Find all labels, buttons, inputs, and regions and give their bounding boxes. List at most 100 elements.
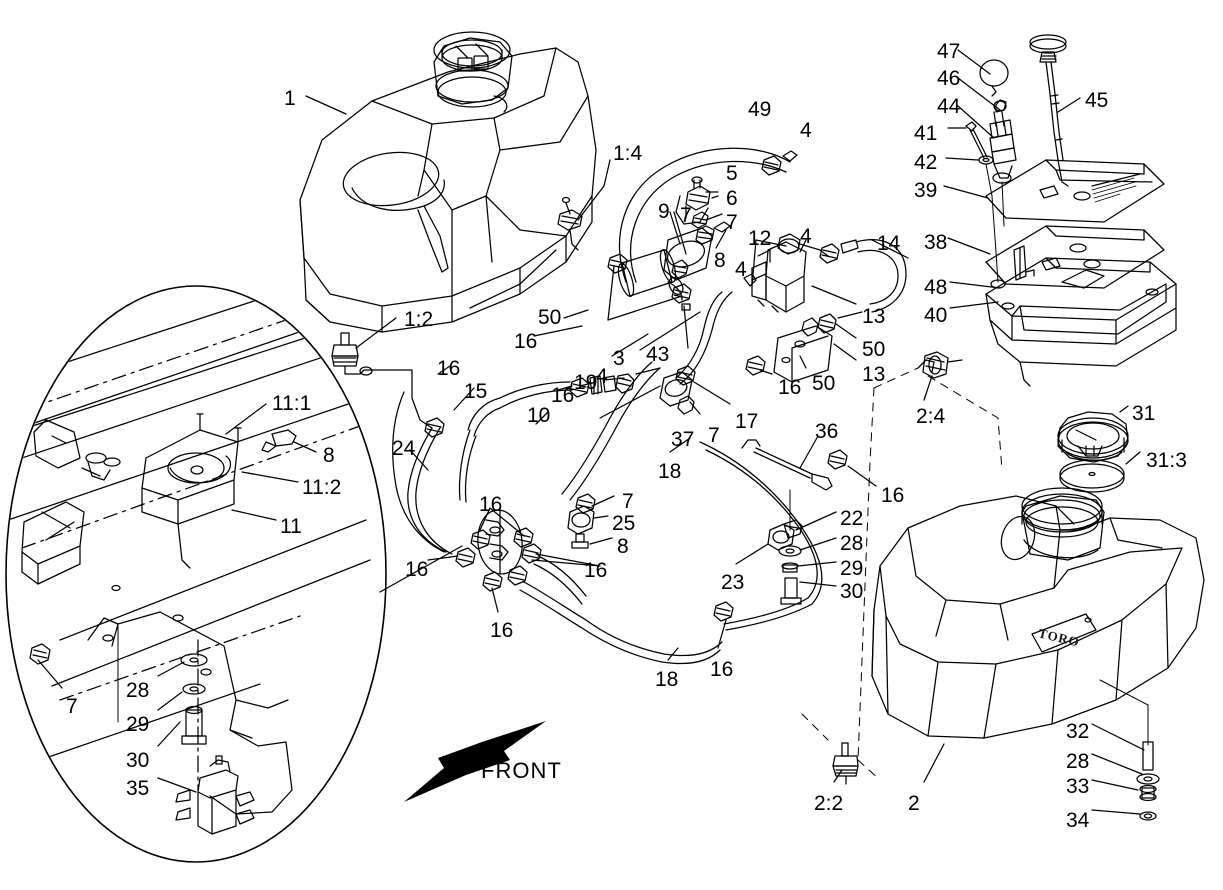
- leader-50-c: [835, 323, 857, 339]
- leader-44: [957, 105, 995, 139]
- hose-10: [467, 381, 573, 437]
- leader-6: [711, 195, 719, 199]
- clamp-assy-5-6-7: [675, 176, 711, 229]
- leader-2-2: [833, 769, 843, 783]
- callout-11: 11: [280, 515, 302, 538]
- callout-13-b: 13: [862, 363, 886, 386]
- callout-1-4: 1:4: [613, 142, 643, 165]
- callout-42: 42: [914, 151, 938, 174]
- callout-7-e: 7: [66, 695, 78, 718]
- callout-8-b: 8: [617, 535, 629, 558]
- callout-31: 31: [1132, 402, 1156, 425]
- hose-15: [371, 369, 433, 429]
- manifold-oval: [477, 509, 523, 575]
- callout-7-c: 7: [708, 424, 720, 447]
- fitting-2-4: [917, 351, 963, 379]
- dipstick-45: [1029, 34, 1069, 187]
- callout-16-h: 16: [584, 559, 608, 582]
- callout-16-d: 16: [881, 484, 905, 507]
- leader-11: [231, 509, 277, 521]
- hose-49: [619, 147, 791, 283]
- drain-valve-1-2: [331, 332, 373, 376]
- leader-2-4: [923, 375, 933, 401]
- leader-35: [157, 777, 197, 793]
- front-direction-label: FRONT: [481, 758, 562, 783]
- leader-36: [799, 435, 819, 469]
- callout-3: 3: [613, 347, 625, 370]
- leader-7-25: [591, 495, 615, 507]
- callout-29-a: 29: [840, 557, 864, 580]
- leader-18-a: [669, 437, 691, 453]
- lower-plate-38: [985, 225, 1165, 289]
- callout-24: 24: [392, 437, 416, 460]
- leader-30-c: [799, 581, 837, 587]
- leader-10: [535, 411, 549, 425]
- front-arrow: [404, 721, 546, 802]
- pump-assembly-12: [743, 233, 829, 313]
- leader-25: [593, 515, 609, 519]
- callout-16-f: 16: [479, 493, 503, 516]
- callout-16-e: 16: [437, 357, 461, 380]
- callout-7-a: 7: [680, 204, 692, 227]
- callout-18-a: 18: [658, 460, 682, 483]
- callout-8-c: 8: [323, 444, 335, 467]
- leader-13-b: [833, 343, 857, 361]
- callout-5: 5: [726, 162, 738, 185]
- callout-36: 36: [815, 420, 839, 443]
- leader-24: [409, 449, 429, 471]
- fitting-16-rod: [827, 449, 848, 470]
- callout-18-b: 18: [655, 668, 679, 691]
- callout-4-c: 4: [735, 258, 747, 281]
- callout-30-a: 30: [840, 580, 864, 603]
- leader-34: [1091, 809, 1141, 815]
- leader-31: [1119, 405, 1129, 413]
- leader-16-left: [427, 555, 459, 561]
- leader-14: [871, 239, 909, 259]
- leader-3: [611, 333, 649, 357]
- leader-16-bottom-right: [717, 619, 727, 649]
- callout-10: 10: [527, 404, 551, 427]
- callout-48: 48: [924, 276, 948, 299]
- leader-17: [693, 381, 731, 405]
- callout-32: 32: [1066, 720, 1090, 743]
- leader-13-a: [811, 285, 857, 305]
- leader-29-c: [797, 561, 837, 567]
- leader-50-e: [563, 309, 589, 319]
- leader-43: [639, 311, 701, 351]
- leader-1-2: [355, 317, 397, 349]
- leader-1: [305, 95, 347, 115]
- callout-4-a: 4: [800, 119, 812, 142]
- leader-28-e: [157, 661, 185, 677]
- callout-7-b: 7: [726, 211, 738, 234]
- leader-38: [947, 237, 991, 255]
- callout-19: 19: [574, 371, 598, 394]
- callout-2-4: 2:4: [916, 405, 946, 428]
- tray-40: [985, 257, 1177, 387]
- callout-16-a: 16: [778, 376, 802, 399]
- leader-7-b: [705, 213, 723, 221]
- leader-15: [453, 387, 475, 411]
- callout-2-2: 2:2: [814, 792, 844, 815]
- callout-15: 15: [464, 380, 488, 403]
- callout-16-c: 16: [551, 384, 575, 407]
- leader-11-1: [225, 403, 267, 435]
- callout-50-b: 50: [812, 372, 836, 395]
- hose-18-bottom: [581, 619, 723, 665]
- callout-14: 14: [877, 232, 901, 255]
- hose-left-lower: [458, 429, 477, 503]
- fuel-cap-31: [1057, 411, 1129, 463]
- leader-9: [669, 211, 681, 245]
- leader-46: [957, 77, 1001, 111]
- gasket-31-3: [1059, 459, 1125, 493]
- leader-47: [957, 49, 991, 75]
- fuel-filter-3: [617, 249, 684, 301]
- leader-4-19: [603, 377, 625, 381]
- hardware-22-30: [767, 489, 803, 605]
- callout-43: 43: [646, 343, 670, 366]
- leader-1-4: [577, 159, 611, 221]
- callout-33: 33: [1066, 775, 1090, 798]
- callout-16-b: 16: [514, 330, 538, 353]
- fastener-41-42: [965, 121, 1006, 289]
